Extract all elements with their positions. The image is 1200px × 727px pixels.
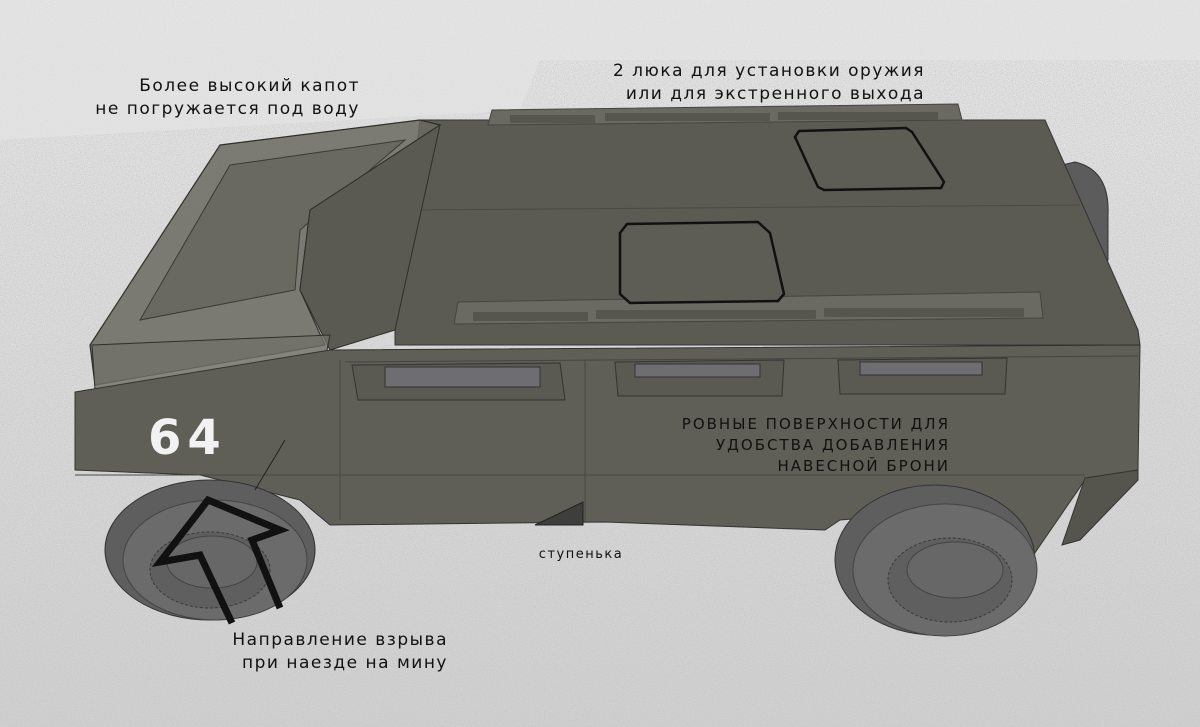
annotation-line: Более высокий капот: [139, 76, 360, 96]
annotation-line: Направление взрыва: [232, 630, 448, 650]
annotation-line: при наезде на мину: [242, 653, 448, 673]
hatch-rear: [793, 126, 946, 192]
annotation-line: НАВЕСНОЙ БРОНИ: [777, 457, 950, 475]
annotation-line: или для экстренного выхода: [625, 84, 925, 104]
side-vent: [351, 357, 1008, 401]
annotation-surfaces: РОВНЫЕ ПОВЕРХНОСТИ ДЛЯ УДОБСТВА ДОБАВЛЕН…: [620, 414, 950, 477]
annotation-hood: Более высокий капот не погружается под в…: [30, 75, 360, 121]
annotation-blast: Направление взрыва при наезде на мину: [170, 629, 448, 675]
hatch-front: [618, 220, 786, 305]
annotation-line: УДОБСТВА ДОБАВЛЕНИЯ: [716, 436, 950, 454]
annotation-step: ступенька: [538, 547, 624, 562]
cabin-front: [89, 119, 442, 391]
rear-wheel: [834, 484, 1038, 637]
annotation-line: 2 люка для установки оружия: [612, 61, 925, 81]
annotation-line: РОВНЫЕ ПОВЕРХНОСТИ ДЛЯ: [681, 415, 950, 433]
annotation-hatches: 2 люка для установки оружия или для экст…: [600, 60, 925, 106]
hull-number: 64: [148, 410, 227, 466]
annotation-line: не погружается под воду: [95, 99, 360, 119]
blast-arrow-icon: [151, 495, 290, 625]
roof: [394, 103, 1141, 346]
step: [534, 501, 584, 526]
